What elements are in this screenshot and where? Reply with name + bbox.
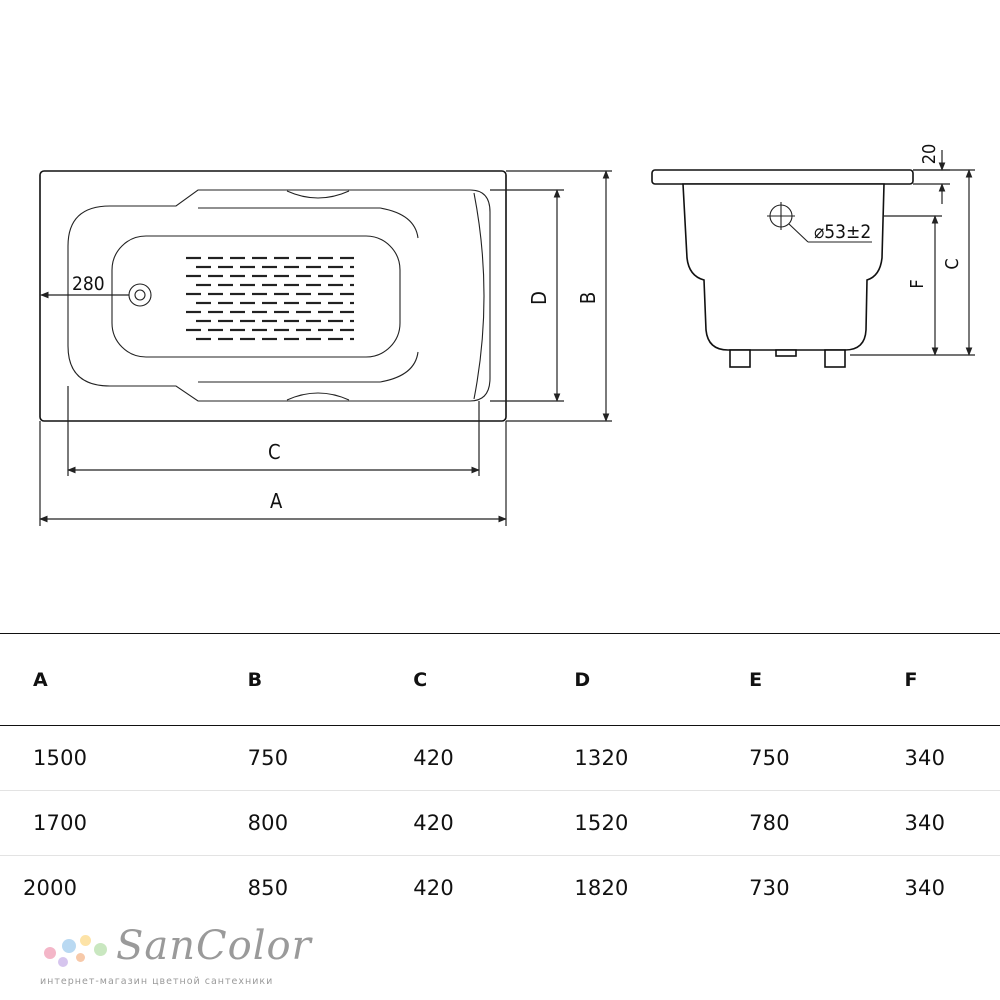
dim-d-label: D bbox=[527, 291, 551, 305]
tub-rim bbox=[651, 169, 914, 185]
tub-foot-left bbox=[729, 349, 751, 368]
table-cell: 800 bbox=[247, 811, 289, 835]
table-cell: 420 bbox=[413, 876, 454, 901]
tub-inner-basin bbox=[67, 189, 491, 402]
table-cell: 420 bbox=[413, 746, 454, 770]
column-header-d: D bbox=[574, 668, 591, 691]
dim-c-side-label: C bbox=[942, 258, 963, 269]
table-cell: 850 bbox=[247, 876, 289, 901]
side-view: ⌀53±2 20 F C bbox=[651, 144, 975, 368]
table-cell: 730 bbox=[749, 876, 790, 901]
tub-body-profile bbox=[682, 183, 885, 351]
dim-rim-label: 20 bbox=[919, 144, 940, 165]
dim-b-label: B bbox=[576, 292, 600, 304]
column-header-e: E bbox=[749, 668, 763, 691]
overflow-diameter-label: ⌀53±2 bbox=[814, 221, 871, 243]
drain-offset-label: 280 bbox=[72, 273, 105, 295]
anti-slip-stripes bbox=[186, 256, 354, 341]
table-cell: 340 bbox=[904, 876, 946, 901]
tub-side-contour-top bbox=[198, 207, 419, 239]
logo-tagline: интернет-магазин цветной сантехники bbox=[40, 976, 274, 987]
logo-dot bbox=[62, 939, 76, 953]
table-cell: 1320 bbox=[574, 746, 629, 770]
column-header-a: A bbox=[33, 668, 48, 691]
column-header-b: B bbox=[247, 668, 263, 691]
table-cell: 2000 bbox=[23, 876, 78, 901]
drain-inner-ring bbox=[134, 289, 146, 301]
overflow-leader bbox=[788, 223, 809, 243]
logo-dot bbox=[58, 957, 68, 967]
table-cell: 750 bbox=[749, 746, 790, 770]
logo-dot bbox=[80, 935, 91, 946]
table-row: 1500 750 420 1320 750 340 bbox=[0, 726, 1000, 791]
dim-a-label: A bbox=[270, 489, 283, 513]
logo-dot bbox=[44, 947, 56, 959]
table-cell: 340 bbox=[904, 811, 946, 835]
table-row: 1700 800 420 1520 780 340 bbox=[0, 791, 1000, 856]
table-cell: 780 bbox=[749, 811, 790, 835]
table-cell: 420 bbox=[413, 811, 454, 835]
table-cell: 1700 bbox=[33, 811, 88, 835]
table-cell: 1500 bbox=[33, 746, 88, 770]
bathtub-technical-drawing: 280 C A D B ⌀53±2 bbox=[39, 144, 975, 526]
anti-slip-zone bbox=[111, 235, 401, 358]
logo-dot bbox=[94, 943, 107, 956]
tub-foot-right bbox=[824, 349, 846, 368]
column-header-f: F bbox=[904, 668, 918, 691]
sancolor-logo[interactable]: SanColor интернет-магазин цветной сантех… bbox=[40, 923, 311, 993]
dim-c-label: C bbox=[268, 440, 281, 464]
dimensions-table: A B C D E F 1500 750 420 1320 750 340 17… bbox=[0, 633, 1000, 921]
handle-grip-bottom bbox=[286, 392, 350, 401]
column-header-c: C bbox=[413, 668, 428, 691]
table-cell: 340 bbox=[904, 746, 946, 770]
tub-outer-outline bbox=[39, 170, 507, 422]
logo-dot bbox=[76, 953, 85, 962]
tub-drain-pipe bbox=[775, 349, 797, 357]
handle-grip-top bbox=[286, 190, 350, 199]
tub-side-contour-bottom bbox=[198, 351, 419, 383]
logo-brand-text: SanColor bbox=[116, 923, 312, 969]
table-header-row: A B C D E F bbox=[0, 633, 1000, 726]
table-row: 2000 850 420 1820 730 340 bbox=[0, 856, 1000, 921]
table-cell: 1520 bbox=[574, 811, 629, 835]
tub-backrest-curve bbox=[473, 192, 485, 400]
top-view: 280 C A D B bbox=[39, 170, 612, 526]
dim-f-label: F bbox=[907, 279, 928, 288]
table-cell: 1820 bbox=[574, 876, 629, 901]
logo-dots bbox=[40, 933, 120, 973]
table-cell: 750 bbox=[247, 746, 289, 770]
